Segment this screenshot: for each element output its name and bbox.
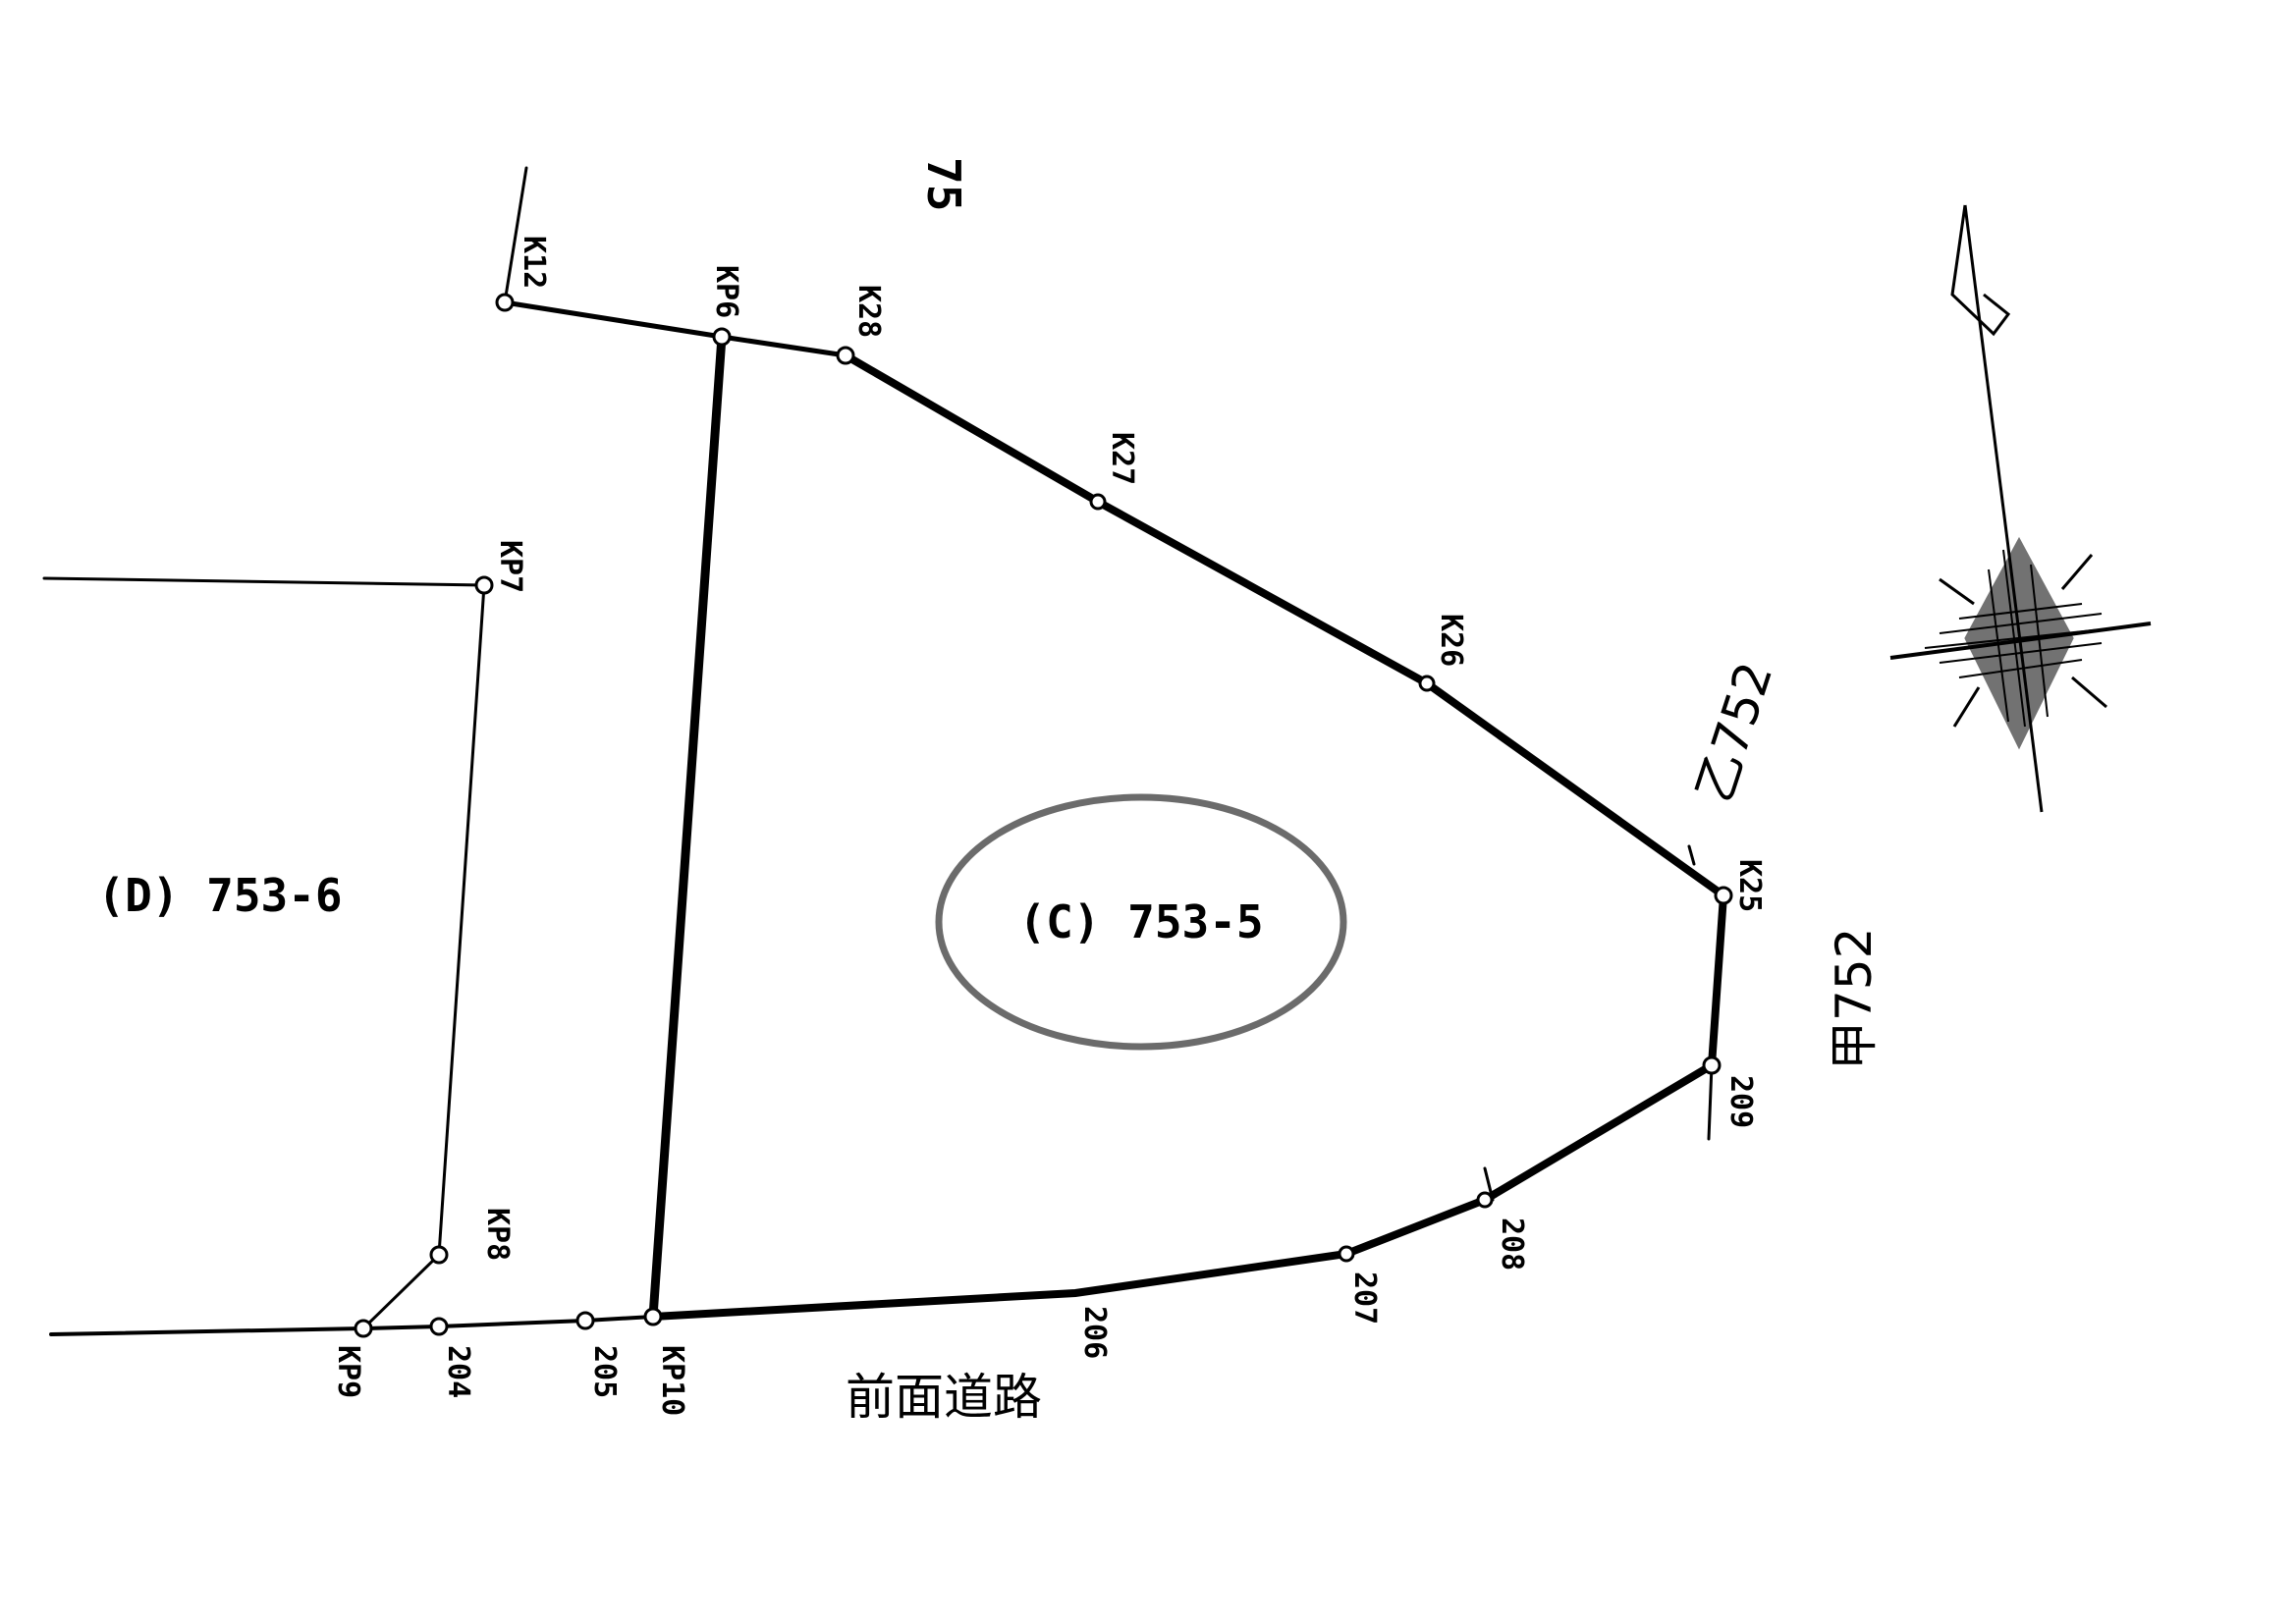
point-marker — [429, 1245, 449, 1265]
point-marker — [495, 293, 515, 312]
point-marker — [429, 1317, 449, 1336]
label-K26: K26 — [1434, 614, 1468, 667]
compass-north-arrow-icon — [1889, 204, 2152, 813]
label-209: 209 — [1723, 1075, 1758, 1128]
road-edge — [49, 1315, 655, 1336]
parcel-label-subject: (C) 753-5 — [1018, 895, 1263, 948]
label-KP8: KP8 — [480, 1208, 515, 1261]
label-208: 208 — [1495, 1217, 1529, 1271]
boundary-753-6 — [42, 576, 486, 1330]
point-marker — [1418, 675, 1436, 692]
parcel-label-753-6: (D) 753-6 — [97, 869, 342, 922]
point-marker — [1338, 1245, 1355, 1263]
parcel-label-75-partial: 75 — [917, 157, 970, 211]
label-K28: K28 — [851, 285, 886, 338]
label-K12: K12 — [517, 236, 551, 289]
point-marker — [1714, 886, 1733, 905]
point-marker — [1089, 493, 1107, 511]
subject-boundary-west — [648, 332, 727, 1322]
point-marker — [836, 346, 855, 365]
label-K25: K25 — [1732, 859, 1767, 912]
label-K27: K27 — [1105, 432, 1139, 485]
point-marker — [354, 1319, 373, 1338]
tick-208 — [1483, 1166, 1495, 1202]
label-204: 204 — [441, 1345, 475, 1398]
point-marker — [643, 1307, 663, 1326]
point-marker — [712, 327, 732, 347]
label-KP10: KP10 — [655, 1345, 689, 1416]
point-marker — [1476, 1191, 1494, 1209]
label-206: 206 — [1077, 1306, 1112, 1359]
subject-highlight-ellipse — [935, 793, 1347, 1051]
point-marker — [474, 575, 494, 595]
parcel-label-ko-752: 甲752 — [1826, 928, 1883, 1070]
subject-boundary-east — [649, 352, 1728, 1321]
tick-k25 — [1687, 844, 1696, 866]
tick-209 — [1707, 1063, 1714, 1141]
point-marker — [575, 1311, 595, 1330]
boundary-north — [502, 299, 848, 358]
label-KP7: KP7 — [493, 540, 527, 593]
road-label: 前面道路 — [846, 1369, 1042, 1426]
point-marker — [1702, 1055, 1722, 1075]
label-205: 205 — [587, 1345, 622, 1398]
boundary-north-k12 — [503, 166, 528, 304]
label-KP9: KP9 — [331, 1345, 365, 1398]
parcel-label-otsu-752: 乙752 — [1685, 655, 1783, 808]
label-207: 207 — [1347, 1271, 1382, 1325]
label-KP6: KP6 — [709, 265, 743, 318]
